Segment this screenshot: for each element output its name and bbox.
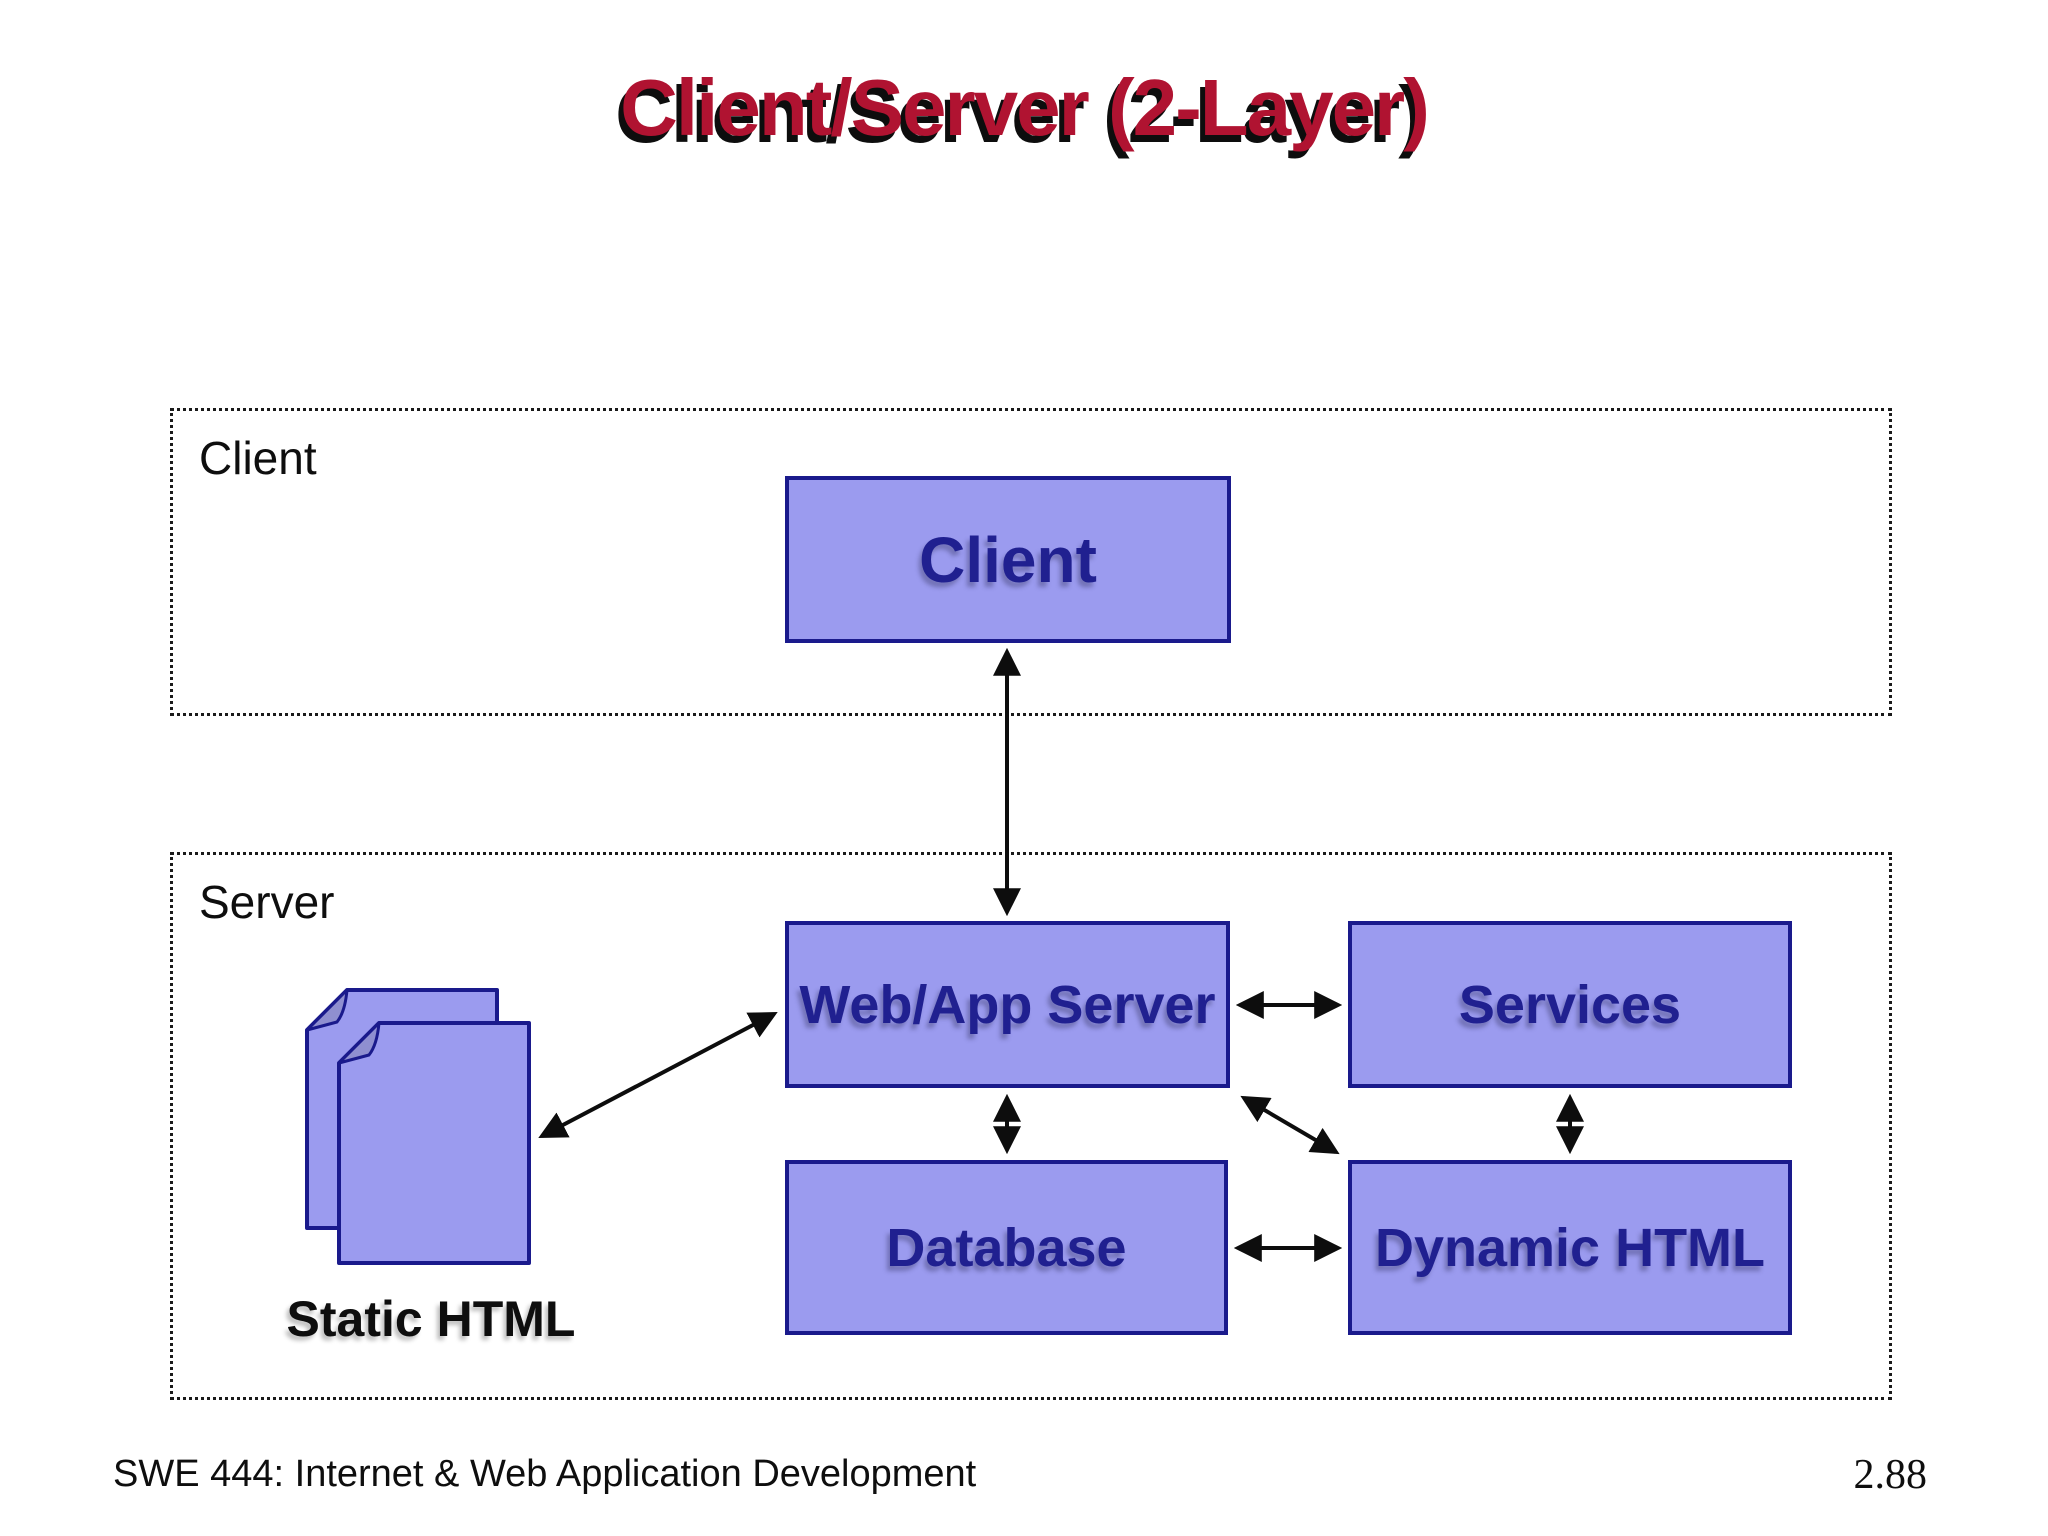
footer-course-title: SWE 444: Internet & Web Application Deve… xyxy=(113,1453,977,1495)
dynamic-html-node-box: Dynamic HTML xyxy=(1348,1160,1792,1335)
client-node-label: Client xyxy=(919,523,1097,596)
server-layer-container: Server xyxy=(170,852,1892,1400)
webapp-server-node-label: Web/App Server xyxy=(799,974,1216,1035)
services-node-box: Services xyxy=(1348,921,1792,1088)
database-node-box: Database xyxy=(785,1160,1228,1335)
client-layer-container: Client xyxy=(170,408,1892,716)
client-node-box: Client xyxy=(785,476,1231,643)
dynamic-html-node-label: Dynamic HTML xyxy=(1374,1217,1766,1278)
database-node-label: Database xyxy=(886,1217,1127,1278)
slide-title: Client/Server (2-Layer) xyxy=(620,63,1430,152)
static-html-label: Static HTML xyxy=(286,1291,576,1347)
webapp-server-node-box: Web/App Server xyxy=(785,921,1230,1088)
services-node-label: Services xyxy=(1458,974,1682,1035)
client-layer-label: Client xyxy=(199,432,317,484)
footer-page-number: 2.88 xyxy=(1853,1452,1928,1498)
server-layer-label: Server xyxy=(199,876,335,928)
